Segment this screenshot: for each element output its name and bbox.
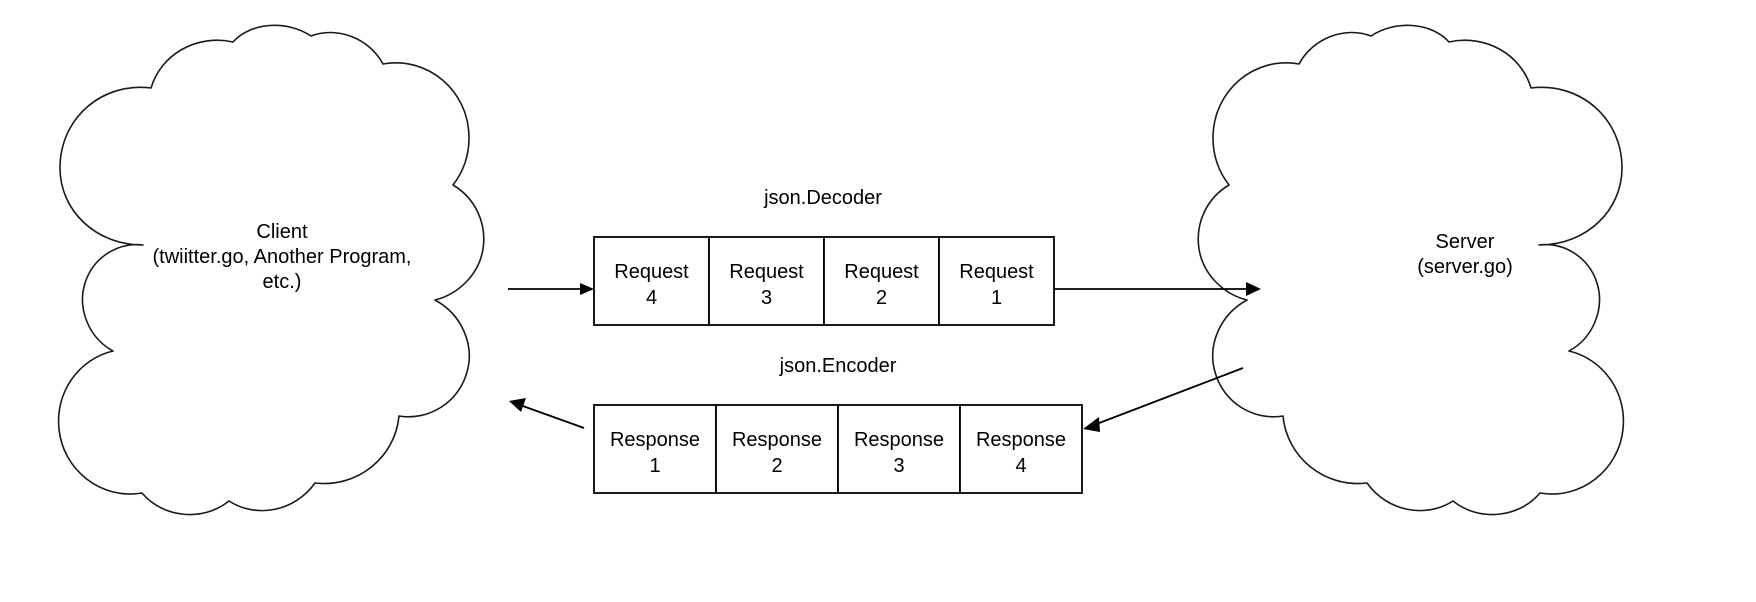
- connector-line: [519, 404, 585, 429]
- queue-cell[interactable]: Response 2: [715, 404, 839, 494]
- queue-cell-name: Response: [976, 429, 1066, 451]
- queue-cell-box: [593, 404, 717, 494]
- queue-cell-number: 2: [876, 287, 887, 309]
- decoder-queue-label: json.Decoder: [763, 187, 882, 209]
- cloud-shape: [57, 24, 485, 516]
- connector-client-to-decoder[interactable]: [508, 283, 594, 295]
- cloud-shape: [1197, 24, 1625, 516]
- queue-cell-name: Request: [959, 261, 1034, 283]
- queue-cell[interactable]: Request 2: [823, 236, 940, 326]
- queue-cell-number: 2: [771, 455, 782, 477]
- connector-server-to-encoder[interactable]: [1083, 367, 1244, 432]
- queue-cell[interactable]: Request 1: [938, 236, 1055, 326]
- arrowhead-left-icon: [1083, 417, 1100, 432]
- queue-cell[interactable]: Response 4: [959, 404, 1083, 494]
- server-label-line2: (server.go): [1417, 256, 1513, 278]
- queue-cell-box: [708, 236, 825, 326]
- queue-cell-name: Response: [732, 429, 822, 451]
- queue-cell-box: [938, 236, 1055, 326]
- queue-cell[interactable]: Response 1: [593, 404, 717, 494]
- connector-decoder-to-server[interactable]: [1054, 282, 1261, 296]
- queue-cell-number: 3: [761, 287, 772, 309]
- server-label-line1: Server: [1436, 231, 1495, 253]
- client-label-line3: etc.): [263, 271, 302, 293]
- queue-cell-box: [837, 404, 961, 494]
- client-label-line1: Client: [256, 221, 308, 243]
- arrowhead-right-icon: [580, 283, 594, 295]
- queue-cell-name: Request: [844, 261, 919, 283]
- server-cloud-node[interactable]: Server (server.go): [1197, 24, 1625, 516]
- queue-cell-number: 3: [893, 455, 904, 477]
- queue-cell[interactable]: Response 3: [837, 404, 961, 494]
- decoder-queue[interactable]: json.Decoder Request 4 Request 3 Request…: [593, 187, 1055, 326]
- queue-cell-number: 1: [649, 455, 660, 477]
- queue-cell-number: 1: [991, 287, 1002, 309]
- queue-cell-name: Request: [614, 261, 689, 283]
- arrowhead-right-icon: [1246, 282, 1261, 296]
- queue-cell-name: Request: [729, 261, 804, 283]
- queue-cell[interactable]: Request 3: [708, 236, 825, 326]
- queue-cell-number: 4: [646, 287, 657, 309]
- queue-cell-name: Response: [854, 429, 944, 451]
- connector-encoder-to-client[interactable]: [509, 398, 585, 429]
- queue-cell-box: [959, 404, 1083, 494]
- queue-cell-name: Response: [610, 429, 700, 451]
- arrowhead-left-icon: [509, 398, 526, 412]
- queue-cell-box: [593, 236, 710, 326]
- encoder-queue-label: json.Encoder: [779, 355, 897, 377]
- queue-cell-box: [823, 236, 940, 326]
- queue-cell-number: 4: [1015, 455, 1026, 477]
- encoder-queue[interactable]: json.Encoder Response 1 Response 2 Respo…: [593, 355, 1083, 494]
- connector-line: [1093, 367, 1244, 426]
- queue-cell-box: [715, 404, 839, 494]
- client-label-line2: (twiitter.go, Another Program,: [152, 246, 411, 268]
- client-cloud-node[interactable]: Client (twiitter.go, Another Program, et…: [57, 24, 485, 516]
- queue-cell[interactable]: Request 4: [593, 236, 710, 326]
